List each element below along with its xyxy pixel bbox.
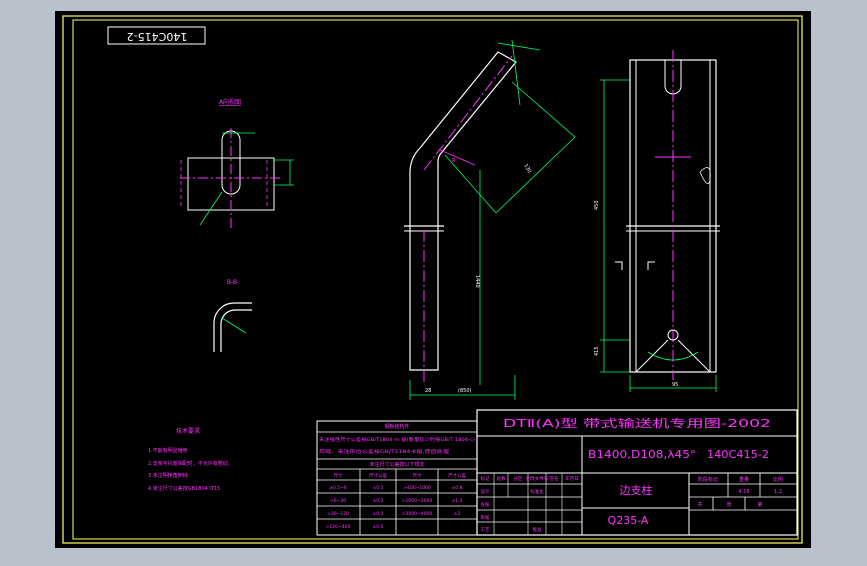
drawing-no-box [107,26,206,45]
notes-line-2: 2.支架与托辊相配时，不允许有翘动。 [148,460,233,467]
title-drawing-no: 140C415-2 [707,448,769,461]
appr-row-1: 设计 [481,488,490,495]
title-scale-label: 比例 [773,476,783,483]
title-stage-label: 阶段标记 [698,476,718,483]
inner-frame [72,19,799,540]
tol-subheader: 未注尺寸公差按以下规定 [369,461,424,468]
main-dim-t: 28 [425,388,431,394]
title-sheet-no: 第 [757,501,762,508]
section-bb-label: B-B [227,279,237,286]
tol-r2-c4: ±1.2 [452,498,463,504]
tol-col-3: 尺寸 [413,472,422,479]
title-spec: B1400,D108,λ45° [588,448,696,461]
tol-r3-c2: ±0.3 [373,511,384,517]
section-bb: B-B [213,279,252,352]
title-material: Q235-A [608,514,649,527]
appr-row-4: 工艺 [481,527,490,533]
notes-block: 技术要求 1.不能有明显锤疤 2.支架与托辊相配时，不允许有翘动。 3.未注明棱… [148,427,233,492]
main-dim-w: (850) [458,388,471,394]
side-view: 450 95 415 [594,50,720,392]
title-weight: 4.18 [738,489,749,495]
tolerance-table: 钢板结构件 未注线性尺寸公差按GB/T1804-m 级(数量较少时按GB/T 1… [316,420,478,536]
title-part-name: 边支柱 [620,483,653,497]
notes-title: 技术要求 [176,427,200,435]
model-space [55,11,811,548]
title-block: DTⅡ(A)型 带式输送机专用图-2002 B1400,D108,λ45° 14… [476,409,798,536]
a-view-label: A向视图 [219,98,241,106]
tol-r3-c3: >2000~4000 [402,511,433,517]
tol-col-4: 尺寸公差 [448,472,466,479]
title-sheet-total: 共 [697,501,702,508]
tol-r2-c3: >1000~2000 [402,498,433,504]
tol-line-1: 未注线性尺寸公差按GB/T1804-m 级(数量较少时按GB/T 1804-c) [319,436,475,443]
tol-r1-c4: ±0.8 [452,485,463,491]
appr-col-3: 分区 [514,475,523,482]
appr-row-2: 校核 [481,501,490,508]
tol-r3-c4: ±2 [454,511,461,517]
notes-line-1: 1.不能有明显锤疤 [148,447,188,454]
tol-r4-c1: >120~400 [326,524,351,530]
appr-extra-2: 批准 [533,526,542,533]
tol-r4-c2: ±0.5 [373,524,384,530]
appr-col-4: 更改文件号 [526,475,549,482]
tol-col-1: 尺寸 [334,472,343,479]
a-view: A向视图 [180,98,294,230]
tol-r3-c1: >30~120 [327,511,349,517]
tol-line-2: 焊缝、未注形位公差按GB/T1184-K级,焊后处理 [319,448,450,455]
tol-header: 钢板结构件 [384,423,409,430]
main-view: R 1440 (850) 28 130 [404,39,576,400]
appr-extra-1: 标准化 [530,488,544,495]
tol-r1-c3: >400~1000 [403,485,431,491]
tol-col-2: 尺寸公差 [369,472,387,479]
notes-line-3: 3.未注明棱角倒钝 [148,472,188,479]
appr-col-6: 年月日 [565,475,579,482]
appr-col-2: 处数 [497,475,506,482]
side-dim-w: 95 [672,382,678,388]
appr-col-1: 标记 [481,475,490,482]
title-weight-label: 重量 [739,476,749,483]
title-sheet-label: 张 [726,501,731,508]
title-project: DTⅡ(A)型 带式输送机专用图-2002 [503,416,771,430]
tol-r2-c2: ±0.2 [373,498,384,504]
appr-col-5: 签名 [550,475,559,482]
main-dim-h: 1440 [474,275,480,288]
tol-r2-c1: >6~30 [330,498,346,504]
title-scale: 1:2 [774,489,782,495]
tol-r1-c2: ±0.1 [373,485,384,491]
side-dim-h2: 415 [594,346,600,356]
side-dim-h: 450 [594,200,600,210]
tol-r1-c1: ≥0.5~6 [329,485,347,491]
main-dim-d2: 130 [522,163,532,174]
notes-line-4: 4.未注尺寸公差按GB1804 IT15 [148,485,220,492]
drawing-no-top: 140C415-2 [127,30,188,43]
outer-frame [62,15,803,544]
main-dim-r: R [452,158,456,164]
appr-row-3: 审核 [481,514,490,521]
